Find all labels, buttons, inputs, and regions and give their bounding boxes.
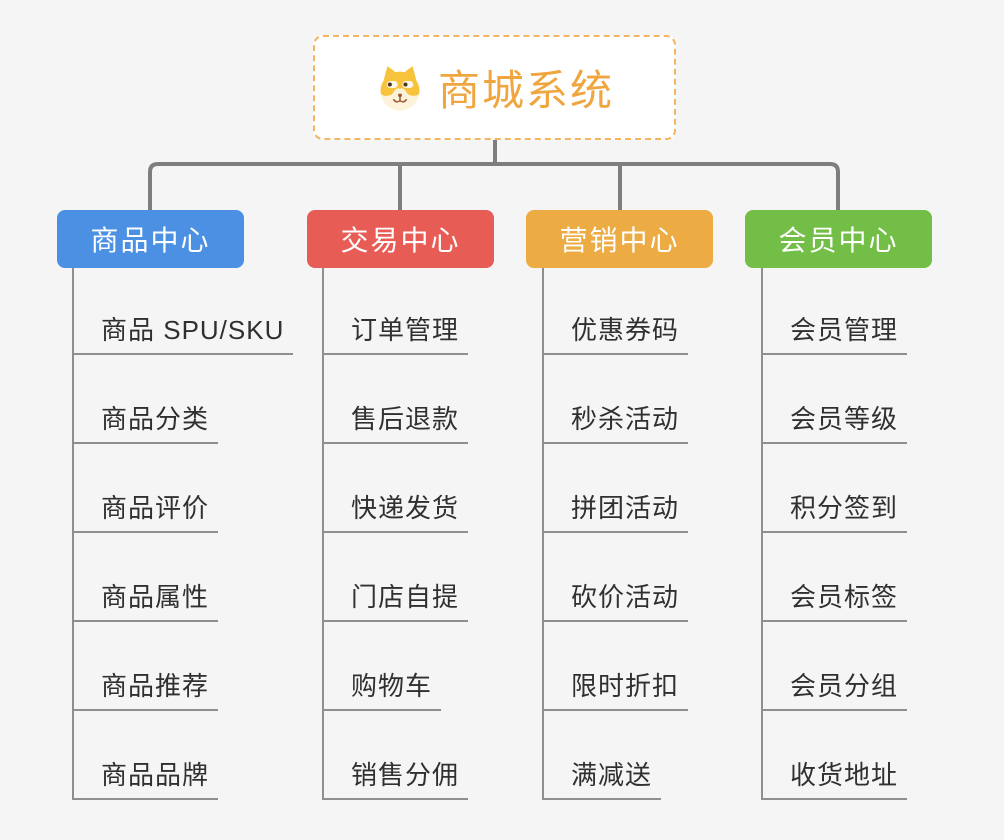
branch-item[interactable]: 砍价活动 [542,533,766,622]
branch-item[interactable]: 售后退款 [322,355,547,444]
branch-item[interactable]: 满减送 [542,711,766,800]
branch-item[interactable]: 门店自提 [322,533,547,622]
branch-item[interactable]: 商品评价 [72,444,297,533]
branch-item[interactable]: 商品属性 [72,533,297,622]
branch-items: 商品 SPU/SKU 商品分类 商品评价 商品属性 商品推荐 商品品牌 [72,268,297,800]
branch-connector-line [542,268,544,800]
branch-item-label: 限时折扣 [542,666,689,711]
branch-item[interactable]: 快递发货 [322,444,547,533]
branch-items: 订单管理 售后退款 快递发货 门店自提 购物车 销售分佣 [322,268,547,800]
branch-item-label: 秒杀活动 [542,399,689,444]
root-title: 商城系统 [437,67,614,114]
branch-item-label: 会员分组 [761,666,908,711]
branch-item-label: 积分签到 [761,488,908,533]
branch-items: 会员管理 会员等级 积分签到 会员标签 会员分组 收货地址 [761,268,985,800]
dog-face-icon [380,65,420,111]
branch-trade-center: 交易中心 订单管理 售后退款 快递发货 门店自提 购物车 销售分佣 [307,210,547,800]
branch-item[interactable]: 商品分类 [72,355,297,444]
branch-item[interactable]: 会员分组 [761,622,985,711]
branch-item-label: 快递发货 [322,488,469,533]
branch-item-label: 优惠券码 [542,310,689,355]
branch-item-label: 会员等级 [761,399,908,444]
branch-item-label: 会员标签 [761,577,908,622]
branch-connector-line [72,268,74,800]
branch-item-label: 售后退款 [322,399,469,444]
branch-item[interactable]: 会员标签 [761,533,985,622]
branch-item[interactable]: 订单管理 [322,268,547,355]
branch-item[interactable]: 商品推荐 [72,622,297,711]
branch-item[interactable]: 收货地址 [761,711,985,800]
branch-item-label: 拼团活动 [542,488,689,533]
branch-item-label: 商品属性 [72,577,219,622]
branch-item-label: 销售分佣 [322,755,469,800]
branch-item[interactable]: 销售分佣 [322,711,547,800]
branch-product-center: 商品中心 商品 SPU/SKU 商品分类 商品评价 商品属性 商品推荐 商品品牌 [57,210,297,800]
branch-item-label: 满减送 [542,755,662,800]
branch-item-label: 商品品牌 [72,755,219,800]
branch-connector-line [322,268,324,800]
branch-connector-line [761,268,763,800]
branch-item[interactable]: 商品 SPU/SKU [72,268,297,355]
branch-item-label: 订单管理 [322,310,469,355]
branch-item-label: 收货地址 [761,755,908,800]
connector-group [148,138,840,210]
root-node[interactable]: 商城系统 [313,35,676,140]
branch-item[interactable]: 拼团活动 [542,444,766,533]
branch-item[interactable]: 购物车 [322,622,547,711]
branch-item-label: 商品分类 [72,399,219,444]
branch-item-label: 商品推荐 [72,666,219,711]
branch-item[interactable]: 会员管理 [761,268,985,355]
branch-items: 优惠券码 秒杀活动 拼团活动 砍价活动 限时折扣 满减送 [542,268,766,800]
branch-item-label: 门店自提 [322,577,469,622]
branch-item[interactable]: 商品品牌 [72,711,297,800]
branch-item[interactable]: 积分签到 [761,444,985,533]
branch-item-label: 商品 SPU/SKU [72,310,294,355]
branch-member-center: 会员中心 会员管理 会员等级 积分签到 会员标签 会员分组 收货地址 [745,210,985,800]
branch-item[interactable]: 限时折扣 [542,622,766,711]
branch-item-label: 砍价活动 [542,577,689,622]
branch-item-label: 商品评价 [72,488,219,533]
branch-item[interactable]: 优惠券码 [542,268,766,355]
branch-header-trade-center[interactable]: 交易中心 [307,210,494,268]
branch-header-product-center[interactable]: 商品中心 [57,210,244,268]
branch-item-label: 会员管理 [761,310,908,355]
branch-item[interactable]: 会员等级 [761,355,985,444]
branch-rail-line [148,162,840,210]
branch-item[interactable]: 秒杀活动 [542,355,766,444]
branch-marketing-center: 营销中心 优惠券码 秒杀活动 拼团活动 砍价活动 限时折扣 满减送 [526,210,766,800]
branch-item-label: 购物车 [322,666,442,711]
branch-header-member-center[interactable]: 会员中心 [745,210,932,268]
branch-header-marketing-center[interactable]: 营销中心 [526,210,713,268]
